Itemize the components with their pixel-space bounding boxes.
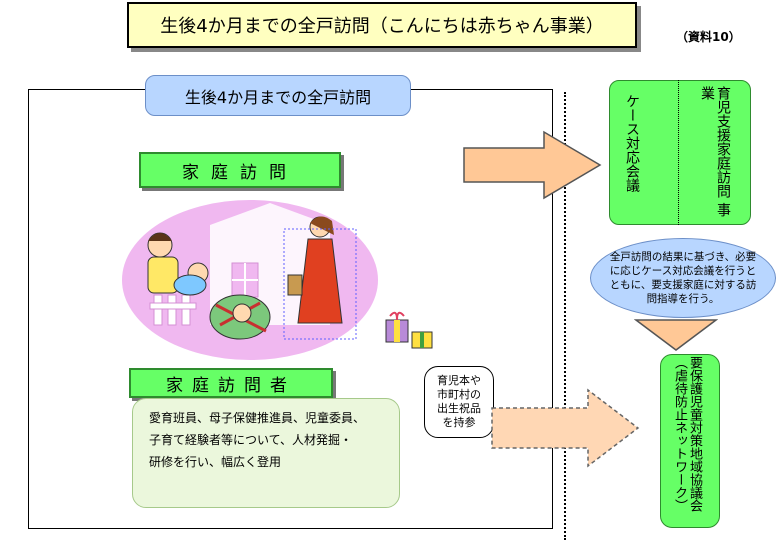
gift-line: 出生祝品 [437, 402, 481, 415]
council-box [660, 354, 720, 528]
document-reference: （資料10） [676, 30, 741, 44]
response-box [609, 80, 751, 225]
gift-line: 育児本や [437, 374, 481, 387]
council-label: 要保護児童対策地域協議会 （虐待防止ネットワーク） [672, 356, 702, 526]
info-text: 全戸訪問の結果に基づき、必要に応じケース対応会議を行うとともに、要支援家庭に対す… [609, 251, 757, 305]
visitor-desc-line: 研修を行い、幅広く登用 [149, 455, 282, 469]
support-visit-label: 育児支援家庭訪問 事業 [699, 86, 731, 222]
dashed-arrow-right-icon [491, 388, 640, 468]
home-visitor-text: 家庭訪問者 [166, 375, 296, 396]
case-meeting-label: ケース対応会議 [624, 94, 640, 192]
support-visit-line: 育児支援家庭訪問 [715, 86, 731, 198]
gift-line: を持参 [442, 416, 476, 429]
home-visit-illustration [122, 200, 378, 360]
visitor-description: 愛育班員、母子保健推進員、児童委員、 子育て経験者等について、人材発掘・ 研修を… [132, 398, 400, 508]
response-box-divider [678, 80, 679, 225]
main-section-label: 生後4か月までの全戸訪問 [184, 87, 372, 107]
page-title: 生後4か月までの全戸訪問（こんにちは赤ちゃん事業） [160, 16, 604, 37]
support-visit-line: 事業 [699, 86, 731, 217]
visitor-desc-line: 子育て経験者等について、人材発掘・ [149, 433, 353, 447]
gift-icon [380, 306, 440, 356]
home-visitor-label: 家庭訪問者 [129, 368, 333, 398]
gift-speech-bubble: 育児本や 市町村の 出生祝品 を持参 [424, 366, 494, 438]
info-oval: 全戸訪問の結果に基づき、必要に応じケース対応会議を行うとともに、要支援家庭に対す… [590, 238, 776, 318]
council-line: 要保護児童対策地域協議会 [687, 356, 702, 512]
home-visit-text: 家庭訪問 [182, 162, 298, 183]
gift-line: 市町村の [437, 388, 481, 401]
visitor-desc-line: 愛育班員、母子保健推進員、児童委員、 [149, 411, 366, 425]
page-title-box: 生後4か月までの全戸訪問（こんにちは赤ちゃん事業） [127, 2, 637, 48]
arrow-right-icon [463, 130, 602, 200]
arrow-down-icon [634, 319, 718, 351]
main-section-tab: 生後4か月までの全戸訪問 [145, 75, 411, 116]
council-line: （虐待防止ネットワーク） [672, 356, 687, 512]
dotted-divider [564, 92, 566, 540]
home-visit-label: 家庭訪問 [139, 152, 341, 188]
